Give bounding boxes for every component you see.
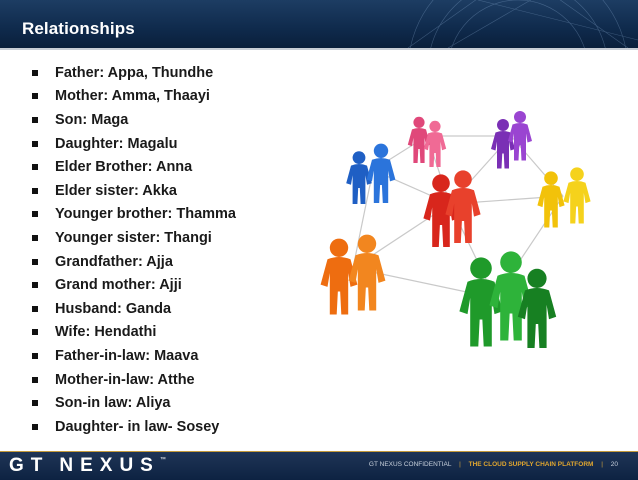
footer-separator: | [601, 461, 603, 468]
bullet-square-icon [32, 258, 38, 265]
footer-separator: | [459, 461, 461, 468]
list-item-text: Elder sister: Akka [55, 182, 177, 199]
list-item-text: Daughter: Magalu [55, 135, 178, 152]
list-item: Son-in law: Aliya [32, 391, 236, 415]
list-item-text: Elder Brother: Anna [55, 159, 193, 176]
bullet-square-icon [32, 352, 38, 359]
list-item-text: Younger sister: Thangi [55, 229, 212, 246]
bullet-square-icon [32, 400, 38, 407]
people-network-illustration [320, 111, 591, 348]
list-item-text: Husband: Ganda [55, 300, 172, 317]
list-item-text: Grandfather: Ajja [55, 253, 173, 270]
tagline: THE CLOUD SUPPLY CHAIN PLATFORM [468, 461, 594, 468]
confidential-label: GT NEXUS CONFIDENTIAL [368, 461, 452, 468]
bullet-square-icon [32, 140, 38, 147]
logo-gt-text: GT [9, 455, 50, 476]
list-item-text: Son: Maga [55, 111, 129, 128]
list-item-text: Son-in law: Aliya [55, 395, 171, 412]
bullet-square-icon [32, 93, 38, 100]
list-item-text: Mother-in-law: Atthe [55, 371, 195, 388]
header-divider [0, 48, 638, 50]
header-globe-decoration [407, 0, 638, 48]
list-item: Grand mother: Ajji [32, 273, 236, 297]
bullet-square-icon [32, 305, 38, 312]
list-item: Mother: Amma, Thaayi [32, 85, 236, 109]
slide-footer: GT NEXUS ™ GT NEXUS CONFIDENTIAL | THE C… [0, 451, 638, 480]
list-item: Daughter- in law- Sosey [32, 415, 236, 439]
bullet-square-icon [32, 234, 38, 241]
bullet-square-icon [32, 211, 38, 218]
list-item-text: Father-in-law: Maava [55, 347, 199, 364]
list-item: Husband: Ganda [32, 297, 236, 321]
list-item: Younger brother: Thamma [32, 203, 236, 227]
bullet-square-icon [32, 282, 38, 289]
bullet-square-icon [32, 423, 38, 430]
list-item: Grandfather: Ajja [32, 250, 236, 274]
bullet-square-icon [32, 187, 38, 194]
list-item: Son: Maga [32, 108, 236, 132]
logo-nexus-text: NEXUS [59, 455, 160, 476]
list-item-text: Younger brother: Thamma [55, 206, 236, 223]
bullet-square-icon [32, 69, 38, 76]
list-item-text: Mother: Amma, Thaayi [55, 88, 210, 105]
logo-trademark: ™ [159, 457, 166, 463]
list-item-text: Daughter- in law- Sosey [55, 418, 220, 435]
slide-header: Relationships [0, 0, 638, 48]
list-item-text: Wife: Hendathi [55, 324, 157, 341]
list-item: Younger sister: Thangi [32, 226, 236, 250]
bullet-square-icon [32, 164, 38, 171]
bullet-square-icon [32, 116, 38, 123]
page-number: 20 [610, 461, 618, 468]
list-item: Wife: Hendathi [32, 321, 236, 345]
list-item: Mother-in-law: Atthe [32, 368, 236, 392]
bullet-square-icon [32, 329, 38, 336]
gt-nexus-logo: GT NEXUS ™ [9, 454, 166, 478]
list-item: Father: Appa, Thundhe [32, 61, 236, 85]
list-item: Father-in-law: Maava [32, 344, 236, 368]
list-item: Daughter: Magalu [32, 132, 236, 156]
bullet-square-icon [32, 376, 38, 383]
list-item-text: Father: Appa, Thundhe [55, 64, 214, 81]
list-item-text: Grand mother: Ajji [55, 277, 182, 294]
footer-info: GT NEXUS CONFIDENTIAL | THE CLOUD SUPPLY… [369, 461, 618, 468]
slide-title: Relationships [22, 19, 135, 38]
list-item: Elder sister: Akka [32, 179, 236, 203]
list-item: Elder Brother: Anna [32, 155, 236, 179]
